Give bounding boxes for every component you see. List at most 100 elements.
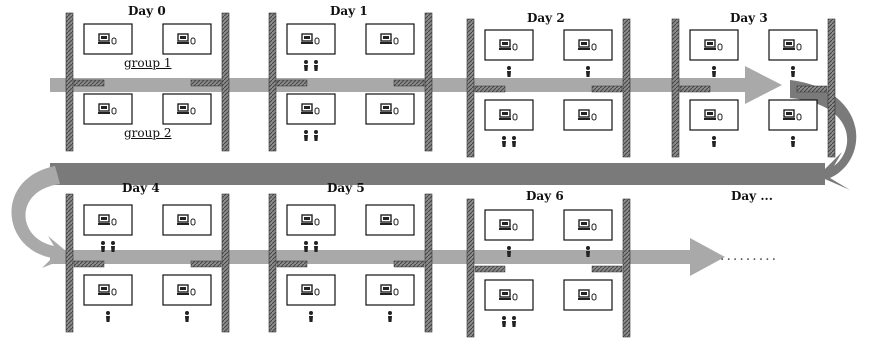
left-wall (268, 193, 277, 333)
desk-group-2-right (365, 274, 415, 306)
mouse-icon (796, 113, 802, 121)
flow-arrows (11, 66, 857, 276)
computer-base (499, 48, 511, 50)
computer-base (578, 228, 590, 230)
person-icon (712, 136, 716, 140)
computer-base (301, 293, 313, 295)
right-door (190, 260, 222, 268)
day-scene-6 (466, 198, 631, 338)
computer-screen (304, 36, 310, 39)
day-6-label: Day 6 (526, 189, 564, 203)
person-body (712, 141, 716, 147)
computer-screen (101, 36, 107, 39)
group-2-label: group 2 (124, 126, 172, 140)
computer-base (98, 293, 110, 295)
person-icon (791, 136, 795, 140)
mouse-icon (393, 37, 399, 45)
person-icon (791, 66, 795, 70)
day-scene-2 (466, 18, 631, 158)
mouse-icon (190, 288, 196, 296)
computer-screen (180, 106, 186, 109)
mouse-icon (111, 107, 117, 115)
computer-base (499, 298, 511, 300)
right-wall (221, 193, 230, 333)
right-door (591, 265, 623, 273)
person-icon (507, 66, 511, 70)
computer-screen (101, 106, 107, 109)
right-wall (827, 18, 836, 158)
person-body (507, 71, 511, 77)
left-door (474, 85, 506, 93)
computer-screen (383, 217, 389, 220)
day-2-label: Day 2 (527, 11, 565, 25)
mouse-icon (591, 43, 597, 51)
person-icon (309, 311, 313, 315)
computer-base (499, 228, 511, 230)
day-1-label: Day 1 (330, 4, 368, 18)
right-wall (622, 198, 631, 338)
person-icon (314, 130, 318, 134)
mouse-icon (393, 107, 399, 115)
person-body (502, 321, 506, 327)
person-body (309, 316, 313, 322)
person-icon (304, 241, 308, 245)
computer-base (783, 48, 795, 50)
computer-screen (101, 217, 107, 220)
person-body (111, 246, 115, 252)
right-door (393, 260, 425, 268)
person-icon (304, 60, 308, 64)
computer-screen (786, 112, 792, 115)
mouse-icon (393, 288, 399, 296)
person-body (512, 321, 516, 327)
day-4-label: Day 4 (122, 181, 160, 195)
person-icon (314, 60, 318, 64)
person-body (791, 141, 795, 147)
computer-base (177, 223, 189, 225)
computer-screen (581, 292, 587, 295)
right-wall (622, 18, 631, 158)
computer-base (177, 293, 189, 295)
left-door (474, 265, 506, 273)
row-3-arrow-head (690, 238, 725, 276)
mouse-icon (111, 218, 117, 226)
day-scenes (65, 12, 836, 338)
computer-base (578, 298, 590, 300)
computer-base (578, 118, 590, 120)
computer-base (578, 48, 590, 50)
person-body (502, 141, 506, 147)
right-wall (221, 12, 230, 152)
computer-base (380, 42, 392, 44)
day-0-label: Day 0 (128, 4, 166, 18)
person-body (185, 316, 189, 322)
person-body (304, 246, 308, 252)
right-wrap-arrow (790, 80, 857, 190)
computer-screen (180, 36, 186, 39)
person-icon (502, 316, 506, 320)
person-body (586, 71, 590, 77)
mouse-icon (591, 113, 597, 121)
person-body (314, 246, 318, 252)
computer-screen (502, 222, 508, 225)
mouse-icon (591, 223, 597, 231)
computer-screen (502, 42, 508, 45)
continuation-dots: ......... (720, 248, 779, 264)
person-body (304, 65, 308, 71)
computer-base (499, 118, 511, 120)
left-wall (466, 198, 475, 338)
person-icon (314, 241, 318, 245)
computer-base (783, 118, 795, 120)
day-scene-4 (65, 193, 230, 333)
row-3-arrow-band (50, 250, 695, 264)
row-1-arrow-head (745, 66, 782, 104)
computer-base (301, 112, 313, 114)
computer-screen (581, 222, 587, 225)
computer-base (704, 118, 716, 120)
day-scene-5 (268, 193, 433, 333)
day-5-label: Day 5 (327, 181, 365, 195)
person-icon (586, 66, 590, 70)
computer-screen (383, 106, 389, 109)
mouse-icon (717, 43, 723, 51)
mouse-icon (111, 288, 117, 296)
left-door (276, 79, 308, 87)
